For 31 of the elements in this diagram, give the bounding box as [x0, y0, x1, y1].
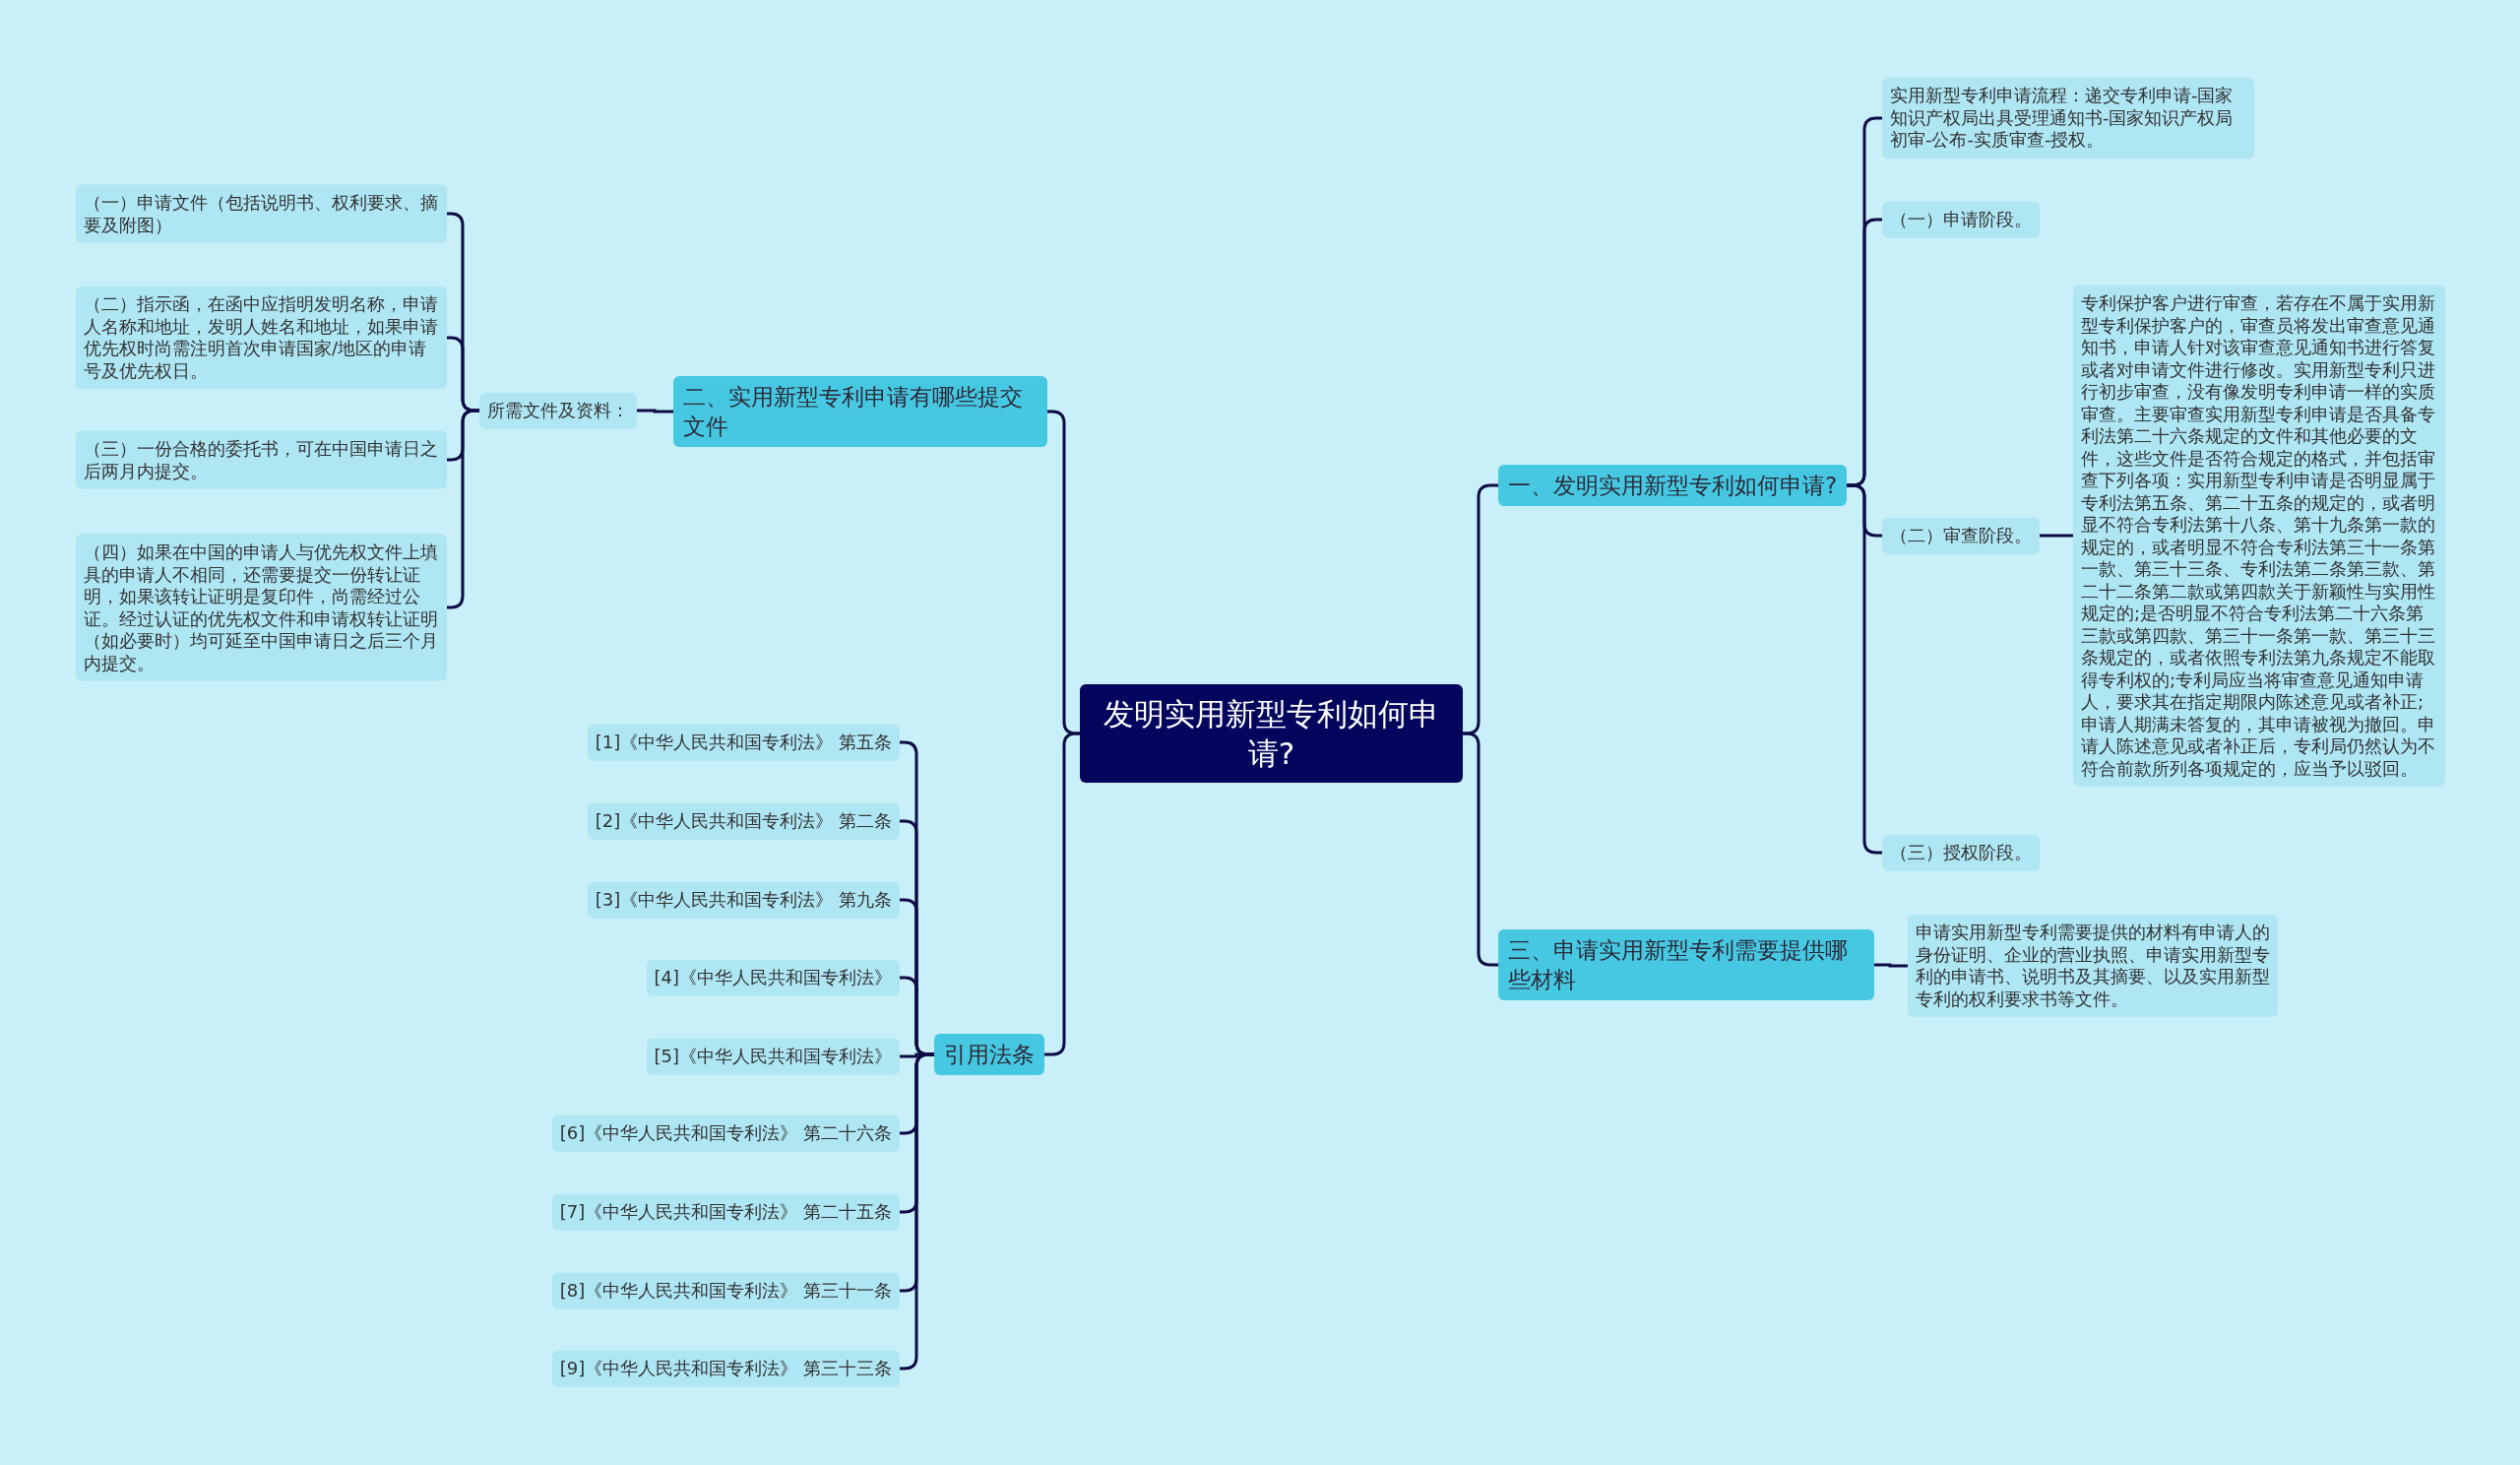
- central-topic-box: 发明实用新型专利如何申请?: [1080, 684, 1463, 783]
- note-box: （二）审查阶段。: [1882, 517, 2040, 554]
- connector-line: [1044, 732, 1080, 1056]
- note-box: [3]《中华人民共和国专利法》 第九条: [587, 881, 900, 919]
- note-box: （一）申请阶段。: [1882, 201, 2040, 238]
- topic-box: 二、实用新型专利申请有哪些提交文件: [673, 376, 1047, 447]
- note-box: 专利保护客户进行审查，若存在不属于实用新型专利保护客户的，审查员将发出审查意见通知书，申请人针对该审查意见通知书进行答复或者对申请文件进行修改。实用新型专利只进行初步审查，没有像发明专利申请一样的实质审查。主要审查实用新型专利申请是否具备专利法第二十六条规定的文件和其他必要的文件，这些文件是否符合规定的格式，并包括审查下列各项：实用新型专利申请是否明显属于专利法第五条、第二十五条的规定的，或者明显不符合专利法第十八条、第十九条第一款的规定的，或者明显不符合专利法第三十一条第一款、第三十三条、专利法第二条第三款、第二十二条第二款或第四款关于新颖性与实用性规定的;是否明显不符合专利法第二十六条第三款或第四款、第三十一条第一款、第三十三条规定的，或者依照专利法第九条规定不能取得专利权的;专利局应当将审查意见通知申请人，要求其在指定期限内陈述意见或者补正;申请人期满未答复的，其申请被视为撤回。申请人陈述意见或者补正后，专利局仍然认为不符合前款所列各项规定的，应当予以驳回。: [2073, 285, 2445, 787]
- connector-line: [1874, 963, 1908, 968]
- topic-box: 一、发明实用新型专利如何申请?: [1498, 465, 1848, 506]
- note-box: （三）一份合格的委托书，可在中国申请日之后两月内提交。: [76, 430, 447, 489]
- note-box: 申请实用新型专利需要提供的材料有申请人的身份证明、企业的营业执照、申请实用新型专利的申请书、说明书及其摘要、以及实用新型专利的权利要求书等文件。: [1908, 915, 2278, 1017]
- note-box: [5]《中华人民共和国专利法》: [646, 1038, 900, 1075]
- note-box: （二）指示函，在函中应指明发明名称，申请人名称和地址，发明人姓名和地址，如果申请优先权时尚需注明首次申请国家/地区的申请号及优先权日。: [76, 287, 447, 389]
- note-box: [1]《中华人民共和国专利法》 第五条: [587, 724, 900, 761]
- note-box: [7]《中华人民共和国专利法》 第二十五条: [551, 1193, 900, 1231]
- connector-line: [637, 409, 673, 414]
- note-box: [9]《中华人民共和国专利法》 第三十三条: [551, 1350, 900, 1387]
- note-box: [8]《中华人民共和国专利法》 第三十一条: [551, 1272, 900, 1309]
- connector-line: [2040, 534, 2073, 538]
- note-box: 实用新型专利申请流程：递交专利申请-国家知识产权局出具受理通知书-国家知识产权局初审-公布-实质审查-授权。: [1882, 78, 2254, 159]
- note-box: （三）授权阶段。: [1882, 834, 2040, 871]
- connector-line: [1847, 483, 1882, 855]
- note-box: [6]《中华人民共和国专利法》 第二十六条: [551, 1115, 900, 1152]
- note-box: [2]《中华人民共和国专利法》 第二条: [587, 802, 900, 840]
- note-box: （四）如果在中国的申请人与优先权文件上填具的申请人不相同，还需要提交一份转让证明，如果该转让证明是复印件，尚需经过公证。经过认证的优先权文件和申请权转让证明（如必要时）均可延至中国申请日之后三个月内提交。: [76, 534, 447, 681]
- topic-box: 引用法条: [934, 1034, 1044, 1075]
- note-box: [4]《中华人民共和国专利法》: [646, 959, 900, 996]
- connector-line: [1463, 732, 1498, 967]
- note-box: 所需文件及资料：: [479, 392, 637, 429]
- topic-box: 三、申请实用新型专利需要提供哪些材料: [1498, 929, 1874, 1000]
- note-box: （一）申请文件（包括说明书、权利要求、摘要及附图）: [76, 184, 447, 243]
